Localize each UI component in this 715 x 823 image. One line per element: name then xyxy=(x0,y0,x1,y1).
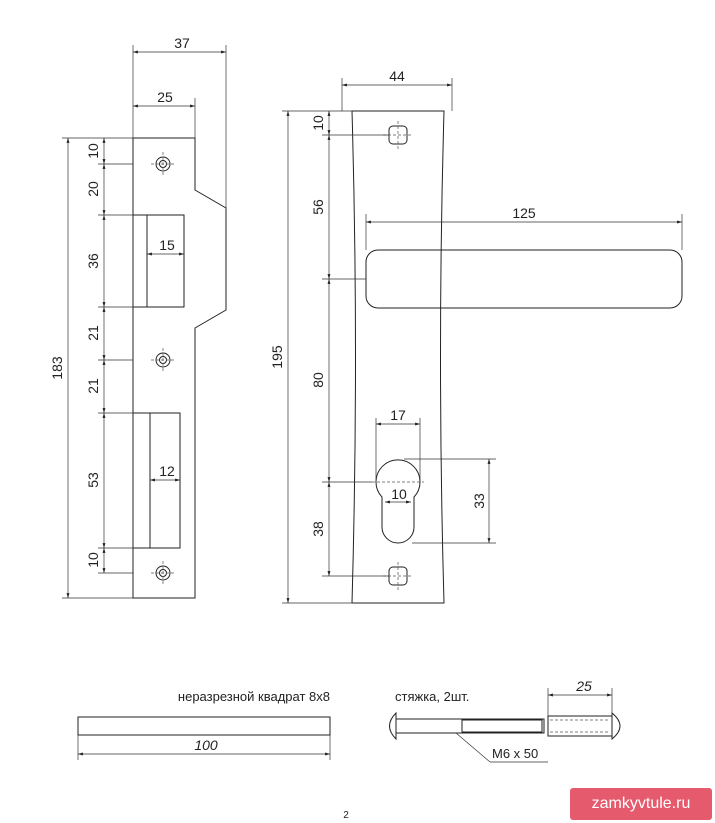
dim-plate-56: 56 xyxy=(310,199,326,215)
dim-sleeve-25: 25 xyxy=(575,678,592,694)
dim-strike-width-25: 25 xyxy=(157,89,173,105)
screw-size-label: М6 x 50 xyxy=(492,746,538,761)
screw-hole-bottom xyxy=(151,561,175,585)
watermark-badge: zamkyvtule.ru xyxy=(570,788,712,820)
dim-strike-21-upper: 21 xyxy=(85,325,101,341)
dim-plate-80: 80 xyxy=(310,372,326,388)
dim-strike-height-183: 183 xyxy=(49,356,65,380)
connecting-screws: стяжка, 2шт. М6 x 50 25 xyxy=(389,678,621,763)
handle-plate: 44 125 195 10 56 80 38 17 10 xyxy=(269,68,683,604)
dim-recess-12: 12 xyxy=(159,463,175,479)
screws-label: стяжка, 2шт. xyxy=(395,689,469,704)
dim-cylinder-17: 17 xyxy=(390,407,406,423)
dim-lever-125: 125 xyxy=(512,205,536,221)
spindle-label: неразрезной квадрат 8х8 xyxy=(178,689,330,704)
dim-plate-10: 10 xyxy=(310,115,326,131)
dim-strike-10-top: 10 xyxy=(85,143,101,159)
dim-strike-width-37: 37 xyxy=(174,35,190,51)
dim-strike-53: 53 xyxy=(85,472,101,488)
spindle: неразрезной квадрат 8х8 100 xyxy=(77,689,331,760)
dim-strike-36: 36 xyxy=(85,253,101,269)
screw-hole-middle xyxy=(151,348,175,372)
screw-hole-top xyxy=(151,152,175,176)
dim-cylinder-33: 33 xyxy=(471,493,487,509)
page-number: 2 xyxy=(343,810,349,821)
dim-strike-21-lower: 21 xyxy=(85,378,101,394)
dim-spindle-100: 100 xyxy=(194,737,218,753)
dim-strike-20: 20 xyxy=(85,181,101,197)
strike-plate: 37 25 183 10 20 36 21 21 53 10 15 12 xyxy=(49,35,227,599)
lever-handle xyxy=(365,249,683,309)
dim-cylinder-10: 10 xyxy=(391,486,407,502)
dim-strike-10-bottom: 10 xyxy=(85,552,101,568)
dim-plate-height-195: 195 xyxy=(269,345,285,369)
dim-plate-38: 38 xyxy=(310,521,326,537)
dim-recess-15: 15 xyxy=(159,237,175,253)
cylinder-cutout xyxy=(375,459,421,544)
dim-plate-width-44: 44 xyxy=(389,68,405,84)
